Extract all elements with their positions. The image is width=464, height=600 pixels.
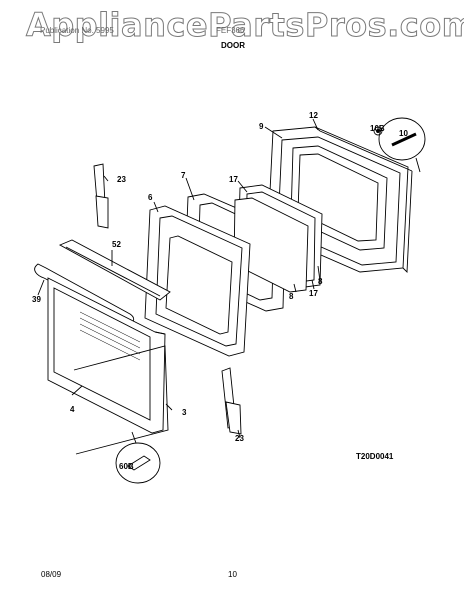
callout-12: 12 [309,111,318,120]
leader-4 [71,385,83,396]
callout-7: 7 [181,171,186,180]
door-top-trim [58,239,171,301]
callout-60b: 60B [119,462,134,471]
watermark: AppliancePartsPros.com [26,6,464,45]
leader-3 [165,403,173,411]
hinge-lower [221,367,242,435]
door-frame [144,205,251,357]
leader-23a [103,175,109,182]
leader-17b [311,279,315,290]
leader-23b [237,429,241,439]
leader-7 [185,177,195,201]
callout-6: 6 [148,193,153,202]
vent-pattern [79,311,141,361]
callout-39: 39 [32,295,41,304]
leader-9 [264,126,283,139]
leader-12 [312,118,319,131]
callout-23-upper: 23 [117,175,126,184]
hinge-upper [93,163,109,229]
door-bottom-panel [73,345,169,455]
callout-9: 9 [259,122,264,131]
screw-60b-callout [115,431,161,484]
leader-8b [293,283,297,293]
callout-17-lower: 17 [309,289,318,298]
screw-callout [373,117,426,173]
leader-6 [153,201,159,213]
callout-23-lower: 23 [235,434,244,443]
callout-52: 52 [112,240,121,249]
model-label: FEF366 [216,26,245,35]
callout-4: 4 [70,405,75,414]
callout-8-right: 8 [318,277,323,286]
callout-8-left: 8 [289,292,294,301]
diagram-code: T20D0041 [356,452,394,461]
callout-17-upper: 17 [229,175,238,184]
outer-door-panel [47,277,166,434]
footer-date: 08/09 [41,570,62,579]
callout-10: 10 [399,129,408,138]
leader-17a [237,180,248,193]
leader-8a [317,265,321,282]
publication-label: Publication No. 5995 [40,26,114,35]
callout-10b: 10B [370,124,385,133]
leader-39 [37,279,45,296]
callout-3: 3 [182,408,187,417]
section-title: DOOR [221,41,245,50]
footer-page-number: 10 [228,570,237,579]
